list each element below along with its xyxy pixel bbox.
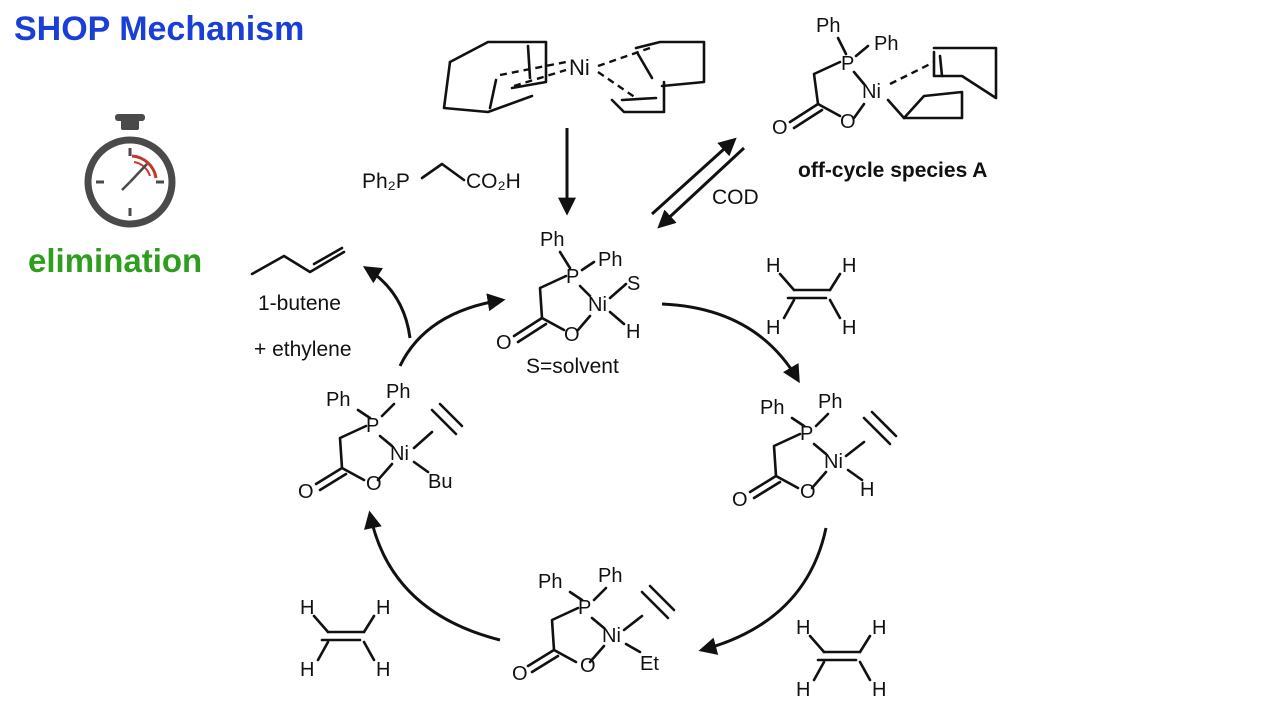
- off-cycle-p: P: [841, 53, 854, 75]
- complex-bottom-ph1: Ph: [538, 571, 562, 593]
- complex-right-p: P: [800, 423, 813, 445]
- ethylene-h: H: [300, 659, 314, 681]
- ni-cod2-precatalyst: Ni: [442, 40, 706, 114]
- complex-bottom-ni: Ni: [602, 625, 621, 647]
- cycle-arrow-right-bottom: [698, 527, 828, 655]
- stopwatch-icon: [84, 114, 176, 228]
- catalyst-p: P: [566, 266, 579, 288]
- ethylene-bottom-left: H H H H: [300, 597, 390, 681]
- complex-bottom-et: Et: [640, 653, 659, 675]
- complex-right-h: H: [860, 479, 874, 501]
- catalyst-ni: Ni: [588, 294, 607, 316]
- ligand-co2h-label: CO₂H: [466, 170, 521, 193]
- off-cycle-ni: Ni: [862, 81, 881, 103]
- complex-right-o-carbonyl: O: [732, 489, 748, 511]
- off-cycle-ph1: Ph: [816, 15, 840, 37]
- page-title: SHOP Mechanism: [14, 10, 304, 48]
- off-cycle-species-a: Ph Ph P Ni O O off-cycle species A: [772, 15, 998, 182]
- complex-bottom-p: P: [578, 597, 591, 619]
- ethylene-bottom-right: H H H H: [796, 617, 886, 701]
- catalyst-s: S: [627, 273, 640, 295]
- cycle-arrow-top-right: [661, 302, 800, 384]
- complex-left-p: P: [366, 415, 379, 437]
- precatalyst-ni-label: Ni: [569, 55, 590, 80]
- catalyst-o-carbonyl: O: [496, 332, 512, 354]
- cod-equilibrium-arrows: COD: [650, 137, 759, 229]
- product-line1: 1-butene: [258, 292, 341, 315]
- complex-right-o: O: [800, 481, 816, 503]
- cycle-arrow-bottom-left: [364, 510, 501, 642]
- complex-bottom-ph2: Ph: [598, 565, 622, 587]
- complex-bottom-o-carbonyl: O: [512, 663, 528, 685]
- ethylene-h: H: [796, 679, 810, 701]
- complex-ethylene-hydride: Ph Ph P Ni H O O: [732, 391, 898, 511]
- ethylene-top-right: H H H H: [766, 255, 856, 339]
- complex-left-o: O: [366, 473, 382, 495]
- ethylene-h: H: [376, 597, 390, 619]
- catalyst-h: H: [626, 321, 640, 343]
- off-cycle-label: off-cycle species A: [798, 159, 987, 182]
- complex-right-ph1: Ph: [760, 397, 784, 419]
- ethylene-h: H: [300, 597, 314, 619]
- off-cycle-ph2: Ph: [874, 33, 898, 55]
- complex-left-ph1: Ph: [326, 389, 350, 411]
- catalyst-ph2: Ph: [598, 249, 622, 271]
- ethylene-h: H: [842, 255, 856, 277]
- ethylene-h: H: [842, 317, 856, 339]
- complex-right-ph2: Ph: [818, 391, 842, 413]
- complex-right-ni: Ni: [824, 451, 843, 473]
- butene-product: 1-butene + ethylene: [250, 246, 352, 361]
- ethylene-h: H: [766, 317, 780, 339]
- complex-left-o-carbonyl: O: [298, 481, 314, 503]
- off-cycle-o: O: [840, 111, 856, 133]
- complex-left-ph2: Ph: [386, 381, 410, 403]
- product-line2: + ethylene: [254, 338, 352, 361]
- solvent-note: S=solvent: [526, 355, 619, 378]
- catalyst-o: O: [564, 324, 580, 346]
- step-label: elimination: [28, 242, 202, 279]
- ethylene-h: H: [796, 617, 810, 639]
- ethylene-h: H: [766, 255, 780, 277]
- cycle-arrow-left-top: [398, 293, 506, 367]
- ethylene-h: H: [872, 617, 886, 639]
- ligand-ph2p-label: Ph₂P: [362, 170, 410, 193]
- complex-ethylene-butyl: Ph Ph P Ni Bu O O: [298, 381, 464, 503]
- ligand-reagent: Ph₂P CO₂H: [362, 162, 521, 193]
- catalyst-ph1: Ph: [540, 229, 564, 251]
- complex-left-bu: Bu: [428, 471, 452, 493]
- ethylene-h: H: [376, 659, 390, 681]
- complex-ethylene-ethyl: Ph Ph P Ni Et O O: [512, 565, 676, 685]
- equilibrium-cod-label: COD: [712, 186, 759, 209]
- complex-left-ni: Ni: [390, 443, 409, 465]
- ethylene-h: H: [872, 679, 886, 701]
- elimination-arrow-to-butene: [362, 266, 412, 339]
- catalyst-ni-hydride: Ph Ph P Ni S H O O S=solvent: [496, 229, 640, 378]
- off-cycle-o-carbonyl: O: [772, 117, 788, 139]
